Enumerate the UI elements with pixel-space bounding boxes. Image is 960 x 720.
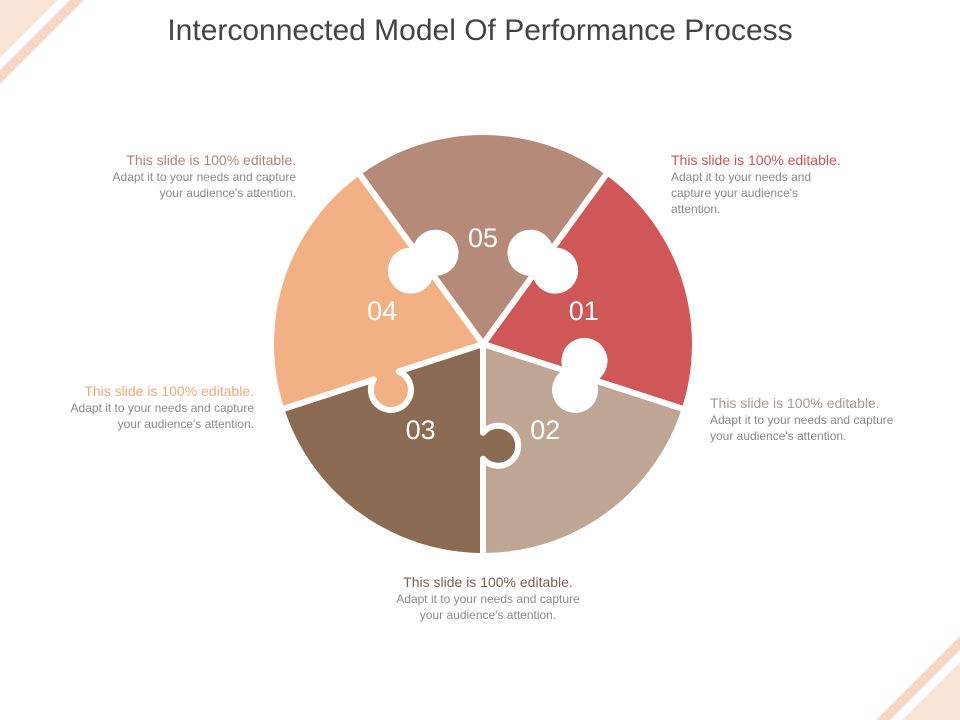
puzzle-piece-05 [355,129,611,347]
caption-04-line: Adapt it to your needs and capture [70,401,254,415]
caption-01-heading: This slide is 100% editable. [671,152,841,168]
caption-01-line: Adapt it to your needs and [671,170,812,184]
caption-01-line: capture your audience's [671,186,799,200]
piece-number-03: 03 [406,415,436,445]
piece-number-01: 01 [569,296,599,326]
corner-decoration-top-left [0,0,84,84]
caption-04-heading: This slide is 100% editable. [84,383,254,399]
piece-number-05: 05 [468,223,498,253]
caption-05-heading: This slide is 100% editable. [126,152,296,168]
caption-04-line: your audience's attention. [117,417,254,431]
page-title: Interconnected Model Of Performance Proc… [167,14,793,47]
caption-01: This slide is 100% editable. Adapt it to… [671,151,871,217]
caption-05: This slide is 100% editable. Adapt it to… [66,151,296,201]
caption-02-line: Adapt it to your needs and capture [710,413,894,427]
caption-05-line: your audience's attention. [159,186,296,200]
caption-02-line: your audience's attention. [710,429,847,443]
caption-03-line: your audience's attention. [419,608,557,622]
piece-number-02: 02 [530,415,560,445]
caption-03-heading: This slide is 100% editable. [403,574,573,590]
caption-03-line: Adapt it to your needs and capture [396,592,580,606]
caption-01-line: attention. [671,202,721,216]
puzzle-piece-01 [480,169,698,413]
caption-05-line: Adapt it to your needs and capture [112,170,296,184]
caption-02: This slide is 100% editable. Adapt it to… [710,394,940,444]
caption-03: This slide is 100% editable. Adapt it to… [368,573,608,623]
corner-decoration-bottom-right [876,636,960,720]
piece-number-04: 04 [367,296,397,326]
puzzle-piece-04 [268,169,486,413]
caption-04: This slide is 100% editable. Adapt it to… [24,382,254,432]
caption-02-heading: This slide is 100% editable. [710,395,880,411]
